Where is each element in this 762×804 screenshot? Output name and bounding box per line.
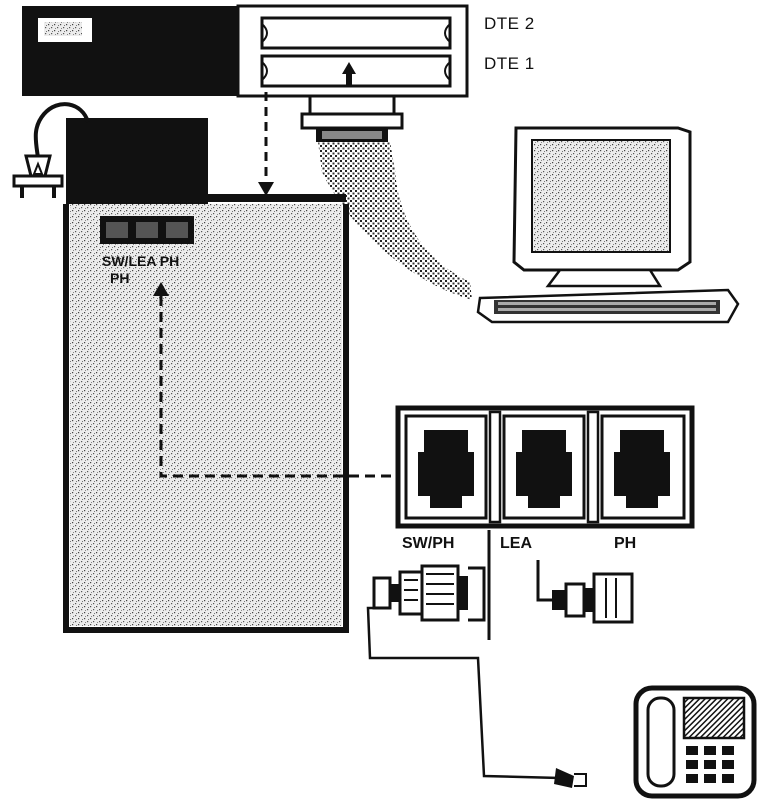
sw-ph-jack bbox=[406, 416, 486, 518]
computer-terminal bbox=[514, 128, 690, 286]
lea-port-label: LEA bbox=[500, 536, 532, 552]
sw-ph-bracket bbox=[468, 568, 484, 620]
dte2-slot bbox=[262, 18, 450, 48]
phone-cable bbox=[368, 608, 560, 778]
dte2-label: DTE 2 bbox=[484, 15, 535, 32]
dte1-label: DTE 1 bbox=[484, 55, 535, 72]
telephone-display bbox=[684, 698, 744, 738]
sw-ph-port-label: SW/PH bbox=[402, 536, 454, 552]
power-supply-block bbox=[66, 118, 208, 204]
ph-plug bbox=[552, 574, 632, 622]
ph-jack bbox=[602, 416, 684, 518]
telephone-keypad bbox=[686, 746, 734, 783]
ph-port-label: PH bbox=[614, 536, 636, 552]
lea-jack bbox=[504, 416, 584, 518]
dte1-slot bbox=[262, 56, 450, 86]
front-port-ph-label: PH bbox=[110, 271, 129, 285]
sw-ph-plug bbox=[374, 566, 468, 620]
front-port-label: SW/LEA PH bbox=[102, 254, 179, 268]
lea-lead-line bbox=[538, 560, 552, 600]
dte1-connector bbox=[302, 96, 402, 142]
telephone-handset bbox=[648, 698, 674, 786]
phone-cable-plug bbox=[554, 768, 574, 788]
keyboard bbox=[478, 290, 738, 322]
terminal-screen bbox=[532, 140, 670, 252]
power-plug bbox=[14, 156, 62, 198]
telephone bbox=[636, 688, 754, 796]
module-insert-arrow bbox=[258, 182, 274, 196]
terminal-stand bbox=[548, 270, 660, 286]
main-unit bbox=[66, 118, 346, 630]
